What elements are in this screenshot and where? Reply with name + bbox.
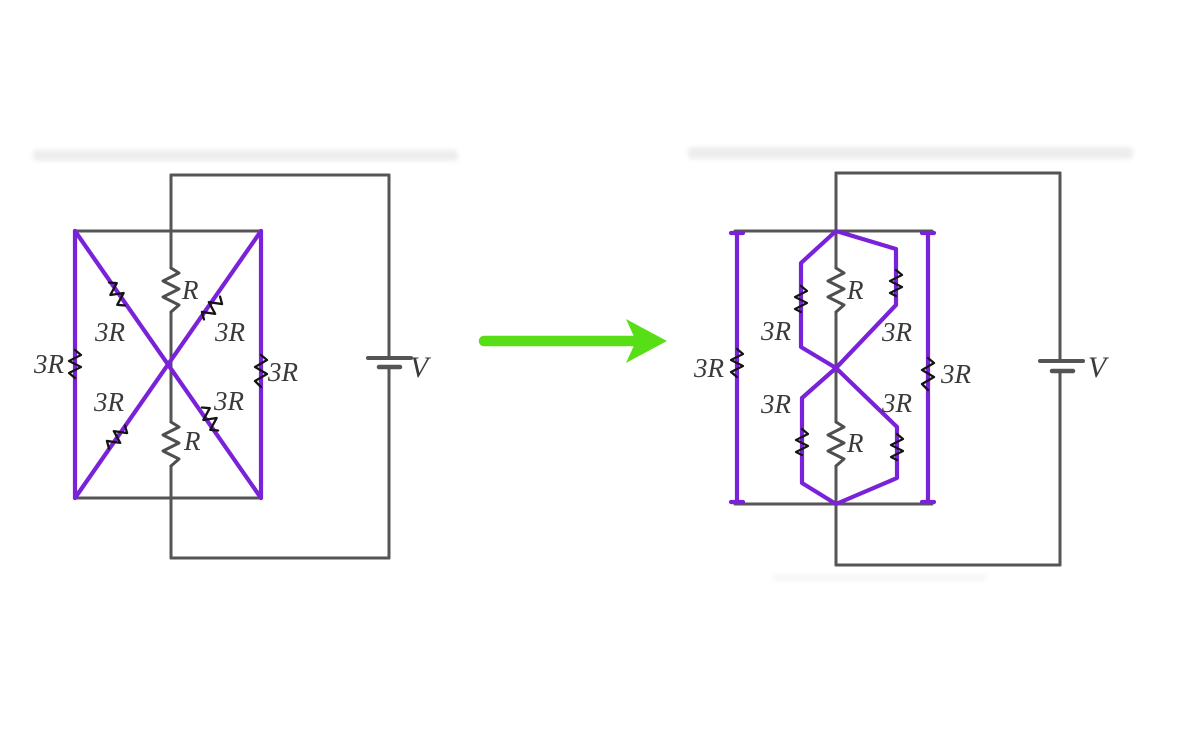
arrow-head <box>626 319 667 363</box>
label-3R-diag-bottom-right: 3R <box>213 386 245 416</box>
tick-resistor-right-edge <box>920 356 936 392</box>
tick-resistor-branch-bottom-right <box>889 432 905 462</box>
tick-resistor-left-edge <box>67 348 83 380</box>
right-highlight-network <box>728 228 937 507</box>
tick-resistor-diag-top-right <box>200 295 224 321</box>
artifact-smudge-right <box>688 147 1133 159</box>
label-battery-V: V <box>1088 351 1110 384</box>
resistor-R-top-zigzag <box>161 266 181 314</box>
tick-resistor-diag-top-left <box>107 281 127 307</box>
label-3R-left-edge: 3R <box>693 353 725 383</box>
label-battery-V: V <box>410 351 432 384</box>
label-3R-diag-top-left: 3R <box>94 317 126 347</box>
label-R-top: R <box>846 275 864 305</box>
right-3R-tick-marks <box>729 268 936 462</box>
resistor-R-zigzags <box>161 266 181 468</box>
tick-resistor-right-edge <box>253 353 269 389</box>
left-circuit: R R 3R 3R 3R 3R 3R 3R V <box>33 173 432 560</box>
right-circuit: R R 3R 3R 3R 3R 3R 3R V <box>693 171 1110 567</box>
label-R-bottom: R <box>846 428 864 458</box>
label-3R-branch-top-left: 3R <box>760 316 792 346</box>
tick-resistor-branch-top-left <box>793 284 809 314</box>
resistor-R-zigzags <box>826 266 846 468</box>
label-3R-branch-top-right: 3R <box>881 317 913 347</box>
tick-resistor-branch-top-right <box>888 268 904 298</box>
resistor-R-top-zigzag <box>826 266 846 314</box>
label-R-bottom: R <box>183 426 201 456</box>
resistor-R-bottom-zigzag <box>826 420 846 468</box>
transform-arrow <box>478 319 667 363</box>
tick-resistor-diag-bottom-left <box>105 424 129 450</box>
artifact-smudge-bottom <box>772 574 987 581</box>
label-3R-right-edge: 3R <box>267 357 299 387</box>
artifact-smudge-left <box>33 150 458 161</box>
purple-left-edge <box>728 230 746 505</box>
label-R-top: R <box>181 275 199 305</box>
label-3R-diag-top-right: 3R <box>214 317 246 347</box>
label-3R-left-edge: 3R <box>33 349 65 379</box>
label-3R-diag-bottom-left: 3R <box>93 387 125 417</box>
purple-bowtie-path-right-top <box>799 228 899 507</box>
tick-resistor-branch-bottom-left <box>794 427 810 457</box>
left-3R-tick-marks <box>67 281 269 450</box>
tick-resistor-left-edge <box>729 347 745 379</box>
left-inner-rect-wires <box>73 229 263 500</box>
purple-diagonal-trbl <box>72 228 264 501</box>
battery-symbol <box>1038 359 1085 374</box>
tick-resistor-diag-bottom-right <box>200 406 220 432</box>
label-3R-branch-bottom-left: 3R <box>760 389 792 419</box>
resistor-R-bottom-zigzag <box>161 420 181 468</box>
purple-bowtie-path-left-top <box>798 228 900 507</box>
label-3R-branch-bottom-right: 3R <box>881 388 913 418</box>
label-3R-right-edge: 3R <box>940 359 972 389</box>
left-highlight-network <box>72 228 264 501</box>
battery-symbol <box>366 356 413 370</box>
